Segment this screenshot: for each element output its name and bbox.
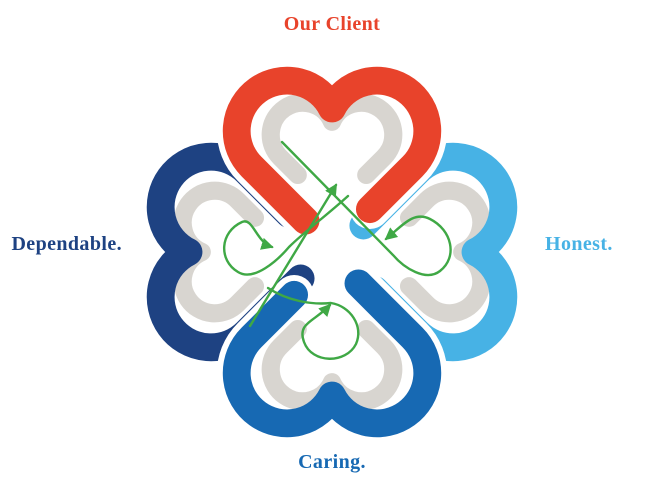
loop-arrow-left-icon	[222, 194, 350, 276]
arrow-toward-top-heart-icon	[248, 183, 338, 328]
loop-arrow-right-icon	[280, 140, 452, 277]
label-dependable: Dependable.	[11, 233, 122, 255]
heart-top	[237, 81, 428, 221]
label-honest: Honest.	[545, 233, 613, 255]
label-caring: Caring.	[298, 451, 366, 473]
label-our-client: Our Client	[284, 13, 380, 35]
loop-arrow-bottom-icon	[266, 286, 360, 360]
flow-arrows	[222, 140, 452, 360]
